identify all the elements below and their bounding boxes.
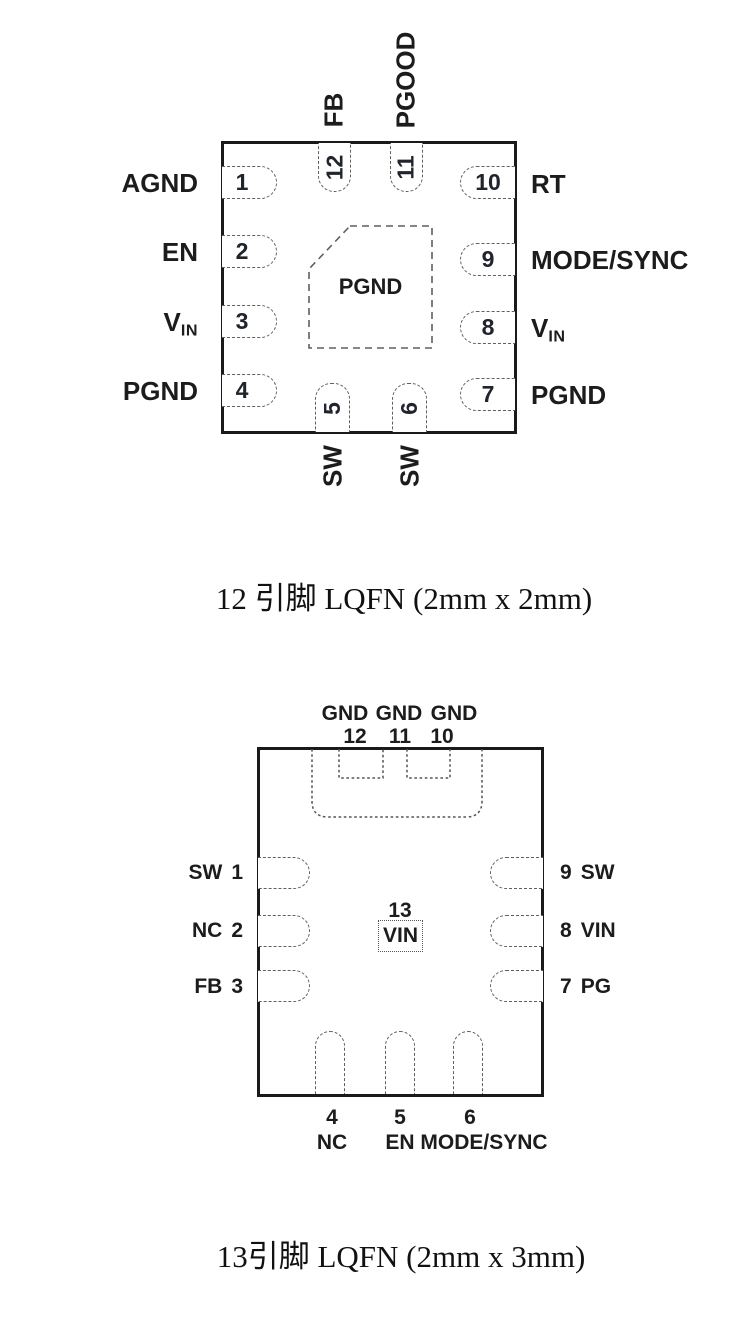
pin-4: 4 [222,374,277,407]
pin13pkg-5 [385,1031,415,1094]
pin13-4-number: 4 [326,1106,338,1129]
pin13-6-number: 6 [464,1106,476,1129]
pin-11-top-label: GND [375,702,423,725]
pin-11-top-number: 11 [388,725,412,748]
pin-3-label: VIN [163,307,198,340]
pin-8-number: 8 [481,314,495,340]
center-pad-outline [308,225,433,349]
pin13-5-label: EN [385,1131,415,1154]
pin-3-number: 3 [235,308,249,334]
pin-9: 9 [460,243,515,276]
pin-10: 10 [460,166,515,199]
pin-2-number: 2 [235,238,249,264]
pin-10-label: RT [531,169,566,199]
pin-2-label: EN [161,237,198,267]
pin13pkg-6 [453,1031,483,1094]
pin13-3-label: FB 3 [194,975,243,998]
pin13-9-label: 9 SW [560,861,615,884]
pin-7: 7 [460,378,515,411]
pin-4-number: 4 [235,377,249,403]
pin13pkg-3 [258,970,310,1002]
pin13pkg-7 [490,970,543,1002]
pin-1-number: 1 [235,169,249,195]
pin13-4-label: NC [316,1131,348,1154]
pin13pkg-4 [315,1031,345,1094]
pin-8: 8 [460,311,515,344]
pin13-6-label: MODE/SYNC [420,1131,548,1154]
center-pad-vin: VIN [378,920,423,952]
pin-10-number: 10 [475,169,501,195]
pin-10-top-label: GND [430,702,478,725]
pin-1: 1 [222,166,277,199]
pin-9-label: MODE/SYNC [531,245,689,275]
pin-5-number: 5 [318,401,345,415]
pin-11-number: 11 [392,154,419,180]
pin-4-label: PGND [122,376,198,406]
pin-5: 5 [315,383,350,432]
pin13-5-number: 5 [394,1106,406,1129]
top-gnd-pad-outline [311,749,483,818]
pin-11-label: PGOOD [390,31,421,129]
pin-1-label: AGND [121,168,198,198]
pin-6-label: SW [394,445,425,487]
pin-10-top-number: 10 [430,725,454,748]
caption-13pin: 13引脚 LQFN (2mm x 3mm) [216,1239,586,1274]
pin13pkg-1 [258,857,310,889]
pin13-1-label: SW 1 [188,861,243,884]
pin13-8-label: 8 VIN [560,919,616,942]
pin13pkg-9 [490,857,543,889]
pin-2: 2 [222,235,277,268]
pin-11: 11 [390,143,423,192]
caption-12pin: 12 引脚 LQFN (2mm x 2mm) [215,581,593,616]
pin-7-number: 7 [481,381,495,407]
pin-7-label: PGND [531,380,607,410]
pin-3: 3 [222,305,277,338]
pin-9-number: 9 [481,246,495,272]
pin-12-top-number: 12 [343,725,367,748]
pin13-7-label: 7 PG [560,975,612,998]
pin13pkg-2 [258,915,310,947]
pin-12-top-label: GND [321,702,369,725]
pin13-2-label: NC 2 [191,919,243,942]
pin13pkg-8 [490,915,543,947]
pin-6-number: 6 [395,401,422,415]
pin13-13-number: 13 [388,899,412,922]
pin-12-number: 12 [321,154,347,180]
pin-6: 6 [392,383,427,432]
center-pad-label: PGND [338,274,403,299]
pin-8-label: VIN [531,313,566,346]
pin-12-label: FB [318,92,349,128]
pin-12: 12 [318,143,351,192]
pin-5-label: SW [317,445,348,487]
